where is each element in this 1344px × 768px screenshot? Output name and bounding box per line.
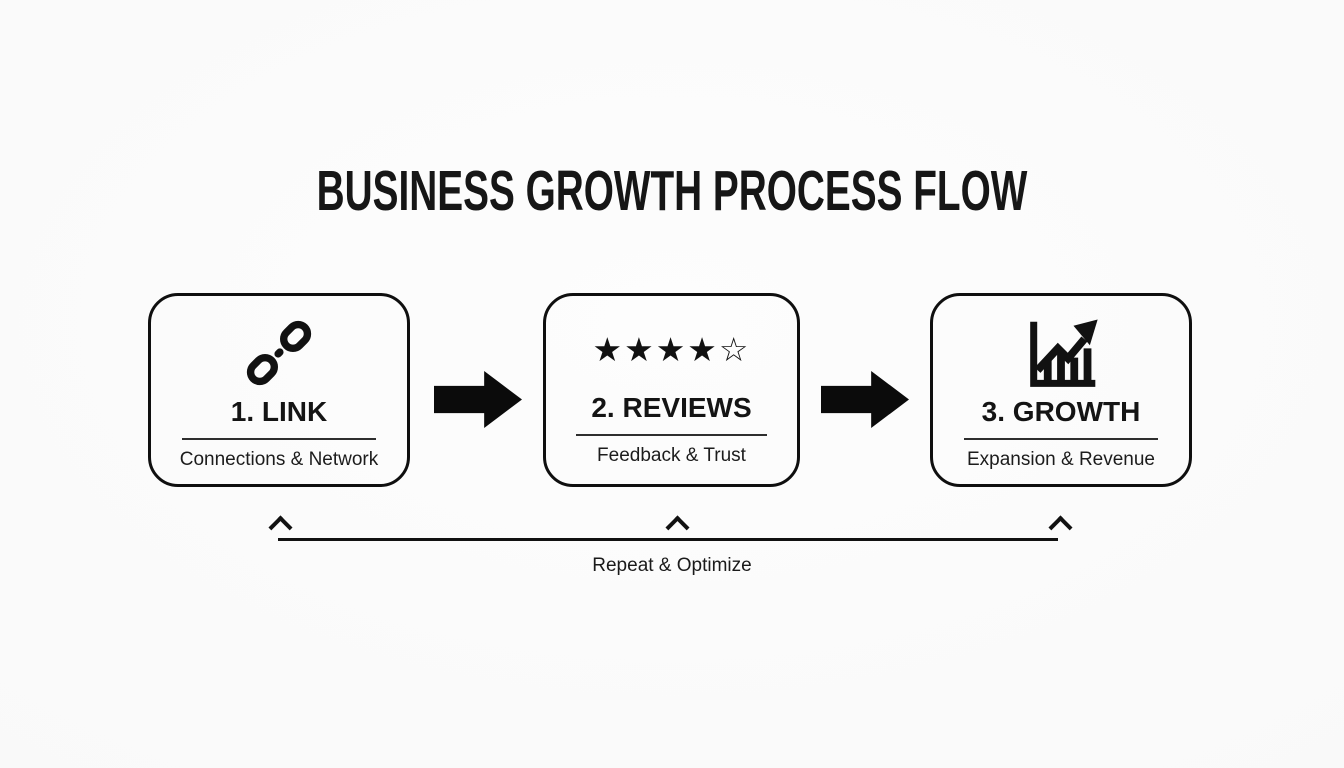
chevron-up-icon (268, 515, 293, 540)
step-divider (181, 438, 377, 440)
diagram-title: BUSINESS GROWTH PROCESS FLOW (316, 159, 1028, 223)
step-divider (576, 434, 767, 436)
step-box-reviews: ★★★★☆ 2. REVIEWS Feedback & Trust (543, 293, 800, 487)
step-label: 1. LINK (230, 396, 328, 427)
step-box-link: 1. LINK Connections & Network (148, 293, 410, 487)
chevron-up-icon (665, 515, 690, 540)
flow-arrow-icon (821, 371, 909, 428)
step-divider (963, 438, 1159, 440)
step-label: 2. REVIEWS (591, 392, 752, 423)
flow-arrow-icon (434, 371, 522, 428)
step-box-growth: 3. GROWTH Expansion & Revenue (930, 293, 1192, 487)
chevron-up-icon (1048, 515, 1073, 540)
chain-link-icon (242, 311, 316, 395)
star-rating-icon: ★★★★☆ (592, 329, 751, 369)
repeat-loop-line (278, 538, 1058, 541)
step-sublabel: Expansion & Revenue (966, 449, 1155, 470)
repeat-loop-label: Repeat & Optimize (592, 555, 752, 576)
step-sublabel: Feedback & Trust (597, 445, 746, 466)
growth-chart-icon (1022, 311, 1100, 395)
step-sublabel: Connections & Network (179, 449, 379, 470)
step-label: 3. GROWTH (981, 396, 1141, 427)
